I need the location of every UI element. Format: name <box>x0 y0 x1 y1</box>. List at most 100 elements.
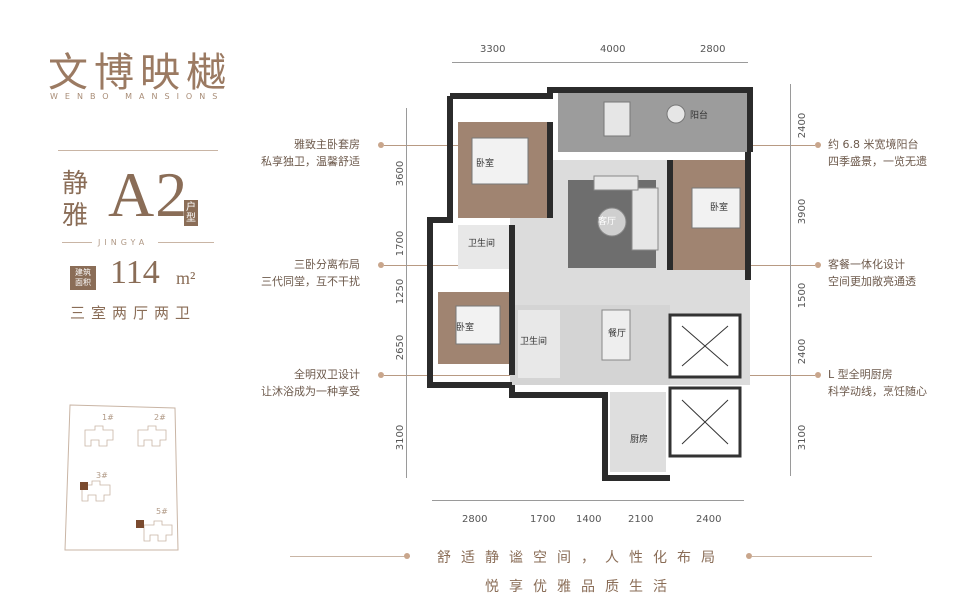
annotation-balcony: 约 6.8 米宽境阳台 四季盛景，一览无遗 <box>828 136 927 170</box>
kitchen-floor <box>610 392 666 472</box>
dimension-bottom-2: 1700 <box>530 514 556 525</box>
annotation-leader <box>384 375 534 376</box>
dimension-left-1: 3600 <box>395 160 407 187</box>
building-3 <box>81 480 111 502</box>
dimension-right-5: 3100 <box>797 424 809 451</box>
annotation-living-dining: 客餐一体化设计 空间更加敞亮通透 <box>828 256 916 290</box>
annotation-title: 三卧分离布局 <box>294 258 360 271</box>
dining-table <box>601 309 631 361</box>
room-label-dining: 餐厅 <box>608 327 626 339</box>
annotation-leader <box>384 145 494 146</box>
bathroom-1-floor <box>458 225 514 269</box>
unit-tag: 户型 <box>184 200 198 226</box>
bed-right <box>691 187 741 229</box>
slogan-dot-right <box>746 553 752 559</box>
coffee-table <box>597 207 627 237</box>
dimension-bottom-4: 2100 <box>628 514 654 525</box>
sofa <box>631 187 659 251</box>
building-2 <box>137 425 167 447</box>
annotation-dot <box>378 372 384 378</box>
dimension-left-2: 1700 <box>395 230 407 257</box>
annotation-leader <box>384 265 524 266</box>
dimension-left-3: 1250 <box>395 278 407 305</box>
annotation-text: 私享独卫，温馨舒适 <box>261 155 360 168</box>
dimension-right-3: 1500 <box>797 282 809 309</box>
highlight-marker <box>136 520 144 528</box>
slogan-line-1: 舒适静谧空间，人性化布局 <box>437 550 725 566</box>
dimension-left-4: 2650 <box>395 334 407 361</box>
dimension-left-5: 3100 <box>395 424 407 451</box>
wall-south <box>509 385 670 481</box>
annotation-text: 四季盛景，一览无遗 <box>828 155 927 168</box>
annotation-dot <box>815 142 821 148</box>
dimension-bottom-1: 2800 <box>462 514 488 525</box>
brand-name-english: WENBO MANSIONS <box>50 92 225 101</box>
building-label-5: 5# <box>156 507 168 516</box>
dimension-right-4: 2400 <box>797 338 809 365</box>
slogan-dot-left <box>404 553 410 559</box>
divider <box>62 242 92 243</box>
balcony-lounge <box>603 101 631 137</box>
area-unit: m² <box>176 268 196 288</box>
dimension-right-2: 3900 <box>797 198 809 225</box>
bathroom-2-floor <box>518 310 560 378</box>
brand-name: 文博映樾 <box>48 50 232 96</box>
dimension-line-bottom <box>432 500 744 501</box>
bed-left <box>455 305 501 345</box>
dimension-top-3: 2800 <box>700 44 726 55</box>
annotation-text: 空间更加敞亮通透 <box>828 275 916 288</box>
unit-style-name: 静雅 <box>62 169 89 231</box>
dimension-line-left <box>406 108 407 478</box>
dimension-line-top <box>452 62 748 63</box>
unit-pinyin: JINGYA <box>98 238 149 247</box>
dimension-top-2: 4000 <box>600 44 626 55</box>
annotation-dot <box>378 142 384 148</box>
building-label-1: 1# <box>102 413 114 422</box>
annotation-bathrooms: 全明双卫设计 让沐浴成为一种享受 <box>230 366 360 400</box>
room-label-bathroom-1: 卫生间 <box>468 237 495 249</box>
dimension-line-right <box>790 84 791 476</box>
building-label-2: 2# <box>154 413 166 422</box>
building-label-3: 3# <box>96 471 108 480</box>
slogan-line-2: 悦享优雅品质生活 <box>485 579 677 595</box>
armchair <box>593 175 639 191</box>
highlight-marker <box>80 482 88 490</box>
annotation-text: 科学动线，烹饪随心 <box>828 385 927 398</box>
wall-west <box>427 96 512 388</box>
wall-north <box>450 87 753 152</box>
building-1 <box>84 425 114 447</box>
room-label-bathroom-2: 卫生间 <box>520 335 547 347</box>
bed-master <box>471 137 529 185</box>
site-boundary <box>64 404 179 551</box>
site-plan: 1# 2# 3# 5# <box>64 404 179 551</box>
annotation-title: 约 6.8 米宽境阳台 <box>828 138 919 151</box>
balcony-table <box>666 104 686 124</box>
room-label-living: 客厅 <box>598 215 616 227</box>
unit-code: A2 <box>108 159 189 230</box>
dimension-right-1: 2400 <box>797 112 809 139</box>
annotation-kitchen: L 型全明厨房 科学动线，烹饪随心 <box>828 366 927 400</box>
floor-plan: 阳台 卧室 卧室 卧室 客厅 餐厅 厨房 卫生间 卫生间 <box>427 87 753 481</box>
balcony-floor <box>558 90 748 152</box>
annotation-master-suite: 雅致主卧套房 私享独卫，温馨舒适 <box>230 136 360 170</box>
room-label-master-bedroom: 卧室 <box>476 157 494 169</box>
slogan-divider-right <box>752 556 872 557</box>
annotation-text: 三代同堂，互不干扰 <box>261 275 360 288</box>
annotation-text: 让沐浴成为一种享受 <box>261 385 360 398</box>
annotation-dot <box>378 262 384 268</box>
layout-description: 三室两厅两卫 <box>70 304 197 322</box>
slogan-divider-left <box>290 556 410 557</box>
dimension-bottom-5: 2400 <box>696 514 722 525</box>
divider <box>158 242 214 243</box>
annotation-title: 雅致主卧套房 <box>294 138 360 151</box>
annotation-title: L 型全明厨房 <box>828 368 893 381</box>
annotation-dot <box>815 372 821 378</box>
annotation-dot <box>815 262 821 268</box>
dimension-top-1: 3300 <box>480 44 506 55</box>
annotation-title: 客餐一体化设计 <box>828 258 905 271</box>
annotation-title: 全明双卫设计 <box>294 368 360 381</box>
area-value: 114 <box>110 254 160 291</box>
room-label-bedroom-right: 卧室 <box>710 201 728 213</box>
building-5 <box>143 520 173 542</box>
room-label-kitchen: 厨房 <box>630 433 648 445</box>
